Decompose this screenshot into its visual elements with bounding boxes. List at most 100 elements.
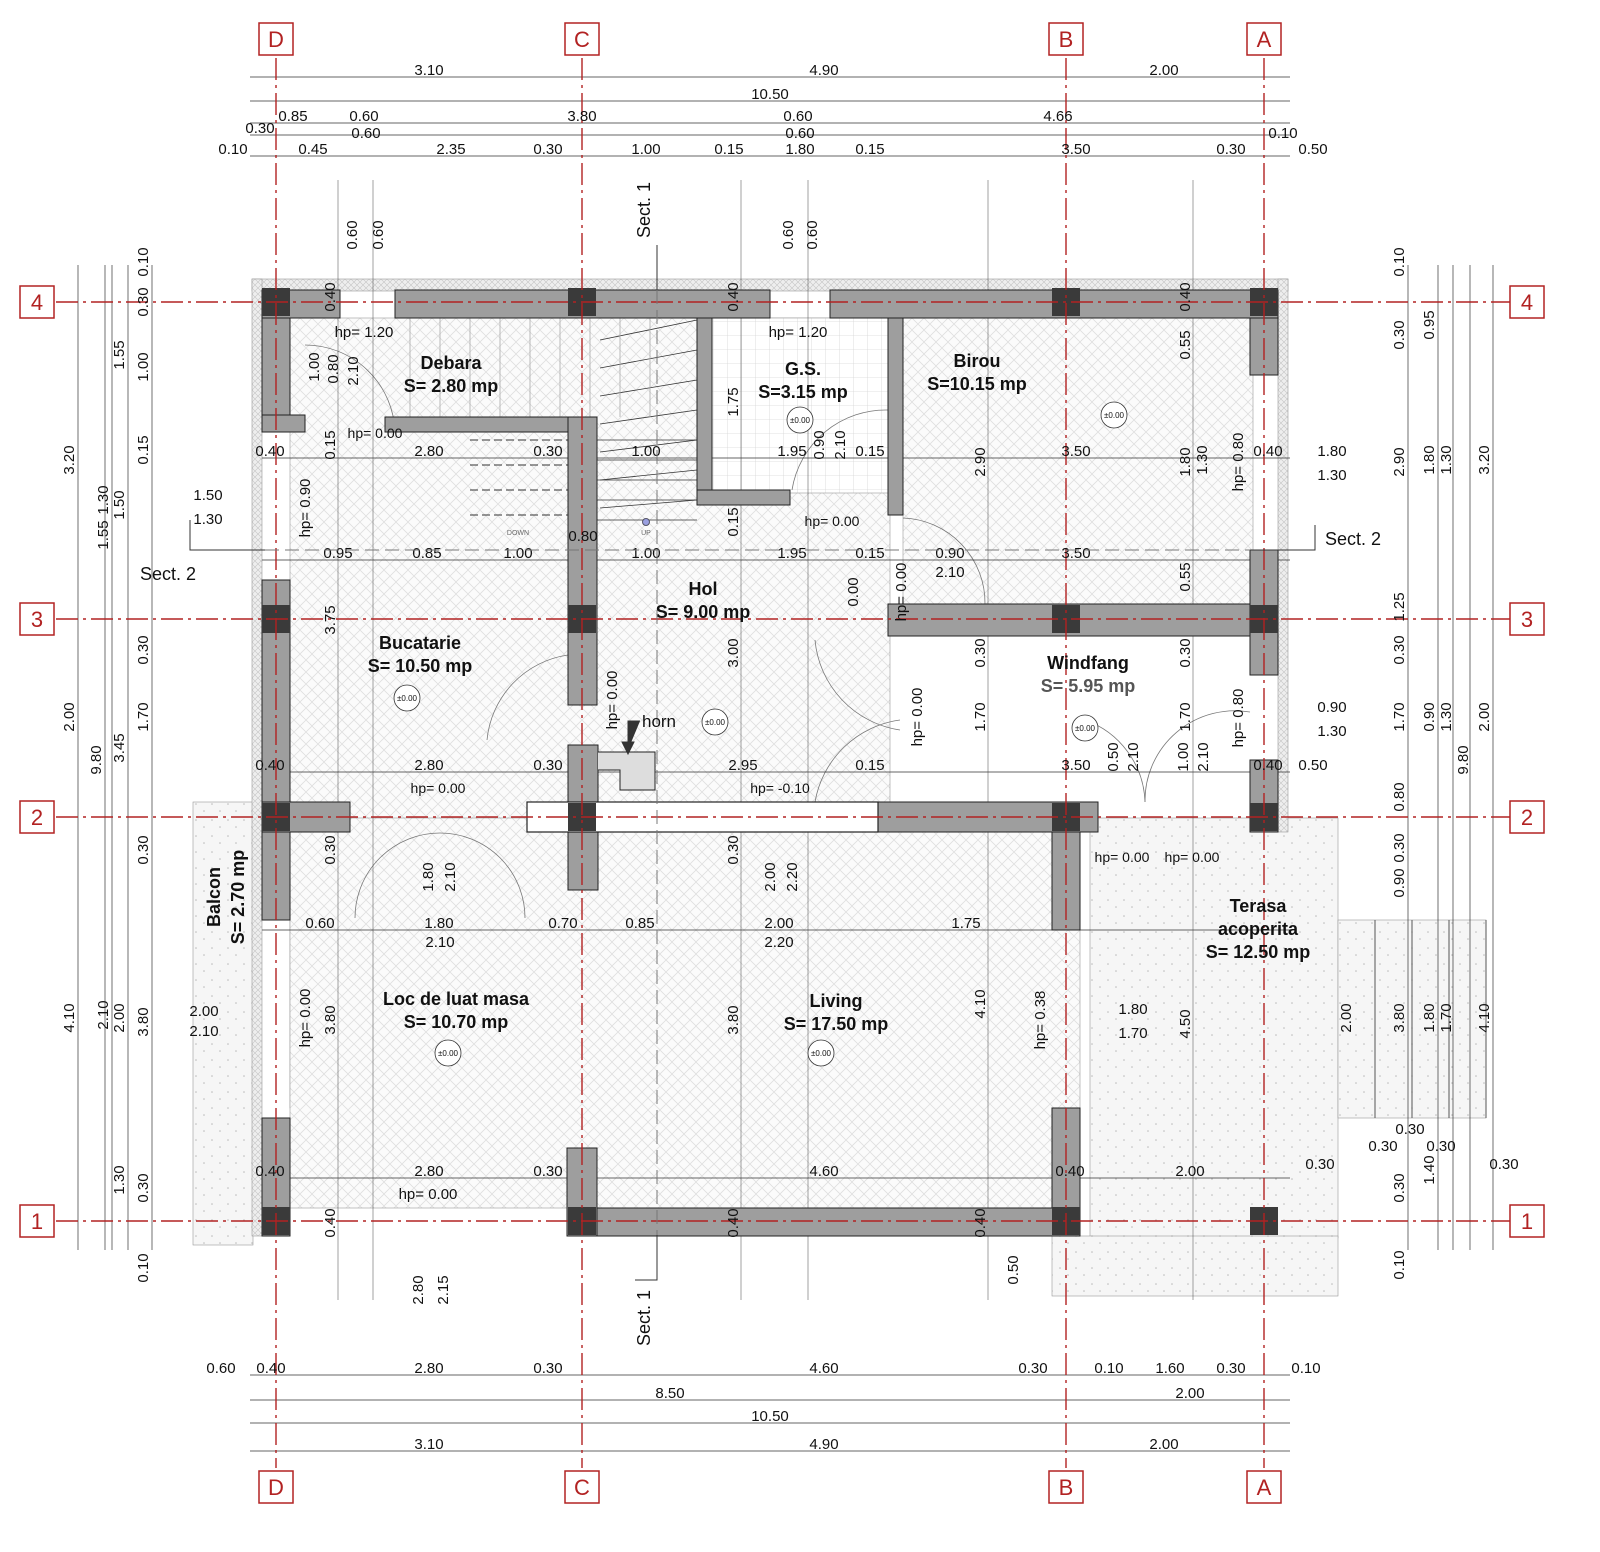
wall bbox=[696, 489, 791, 506]
dimension-value: 1.60 bbox=[1155, 1360, 1184, 1377]
dimension-value: 0.30 bbox=[1216, 141, 1245, 158]
door-swing bbox=[439, 832, 526, 919]
dimension-value: 3.50 bbox=[1061, 545, 1090, 562]
dimension-value: 0.40 bbox=[255, 443, 284, 460]
dimension-value: 0.30 bbox=[1489, 1156, 1518, 1173]
axis-label-C: C bbox=[574, 1475, 590, 1500]
height-label: hp= 0.00 bbox=[893, 563, 910, 622]
axis-bubble bbox=[1509, 285, 1545, 319]
room-name: Debara bbox=[420, 353, 482, 373]
axis-bubble bbox=[19, 800, 55, 834]
dimension-value: 0.30 bbox=[1395, 1121, 1424, 1138]
dimension-value: 1.95 bbox=[777, 545, 806, 562]
dimension-value: 1.80 bbox=[1118, 1001, 1147, 1018]
level-value: ±0.00 bbox=[790, 416, 811, 425]
dimension-value: 0.40 bbox=[256, 1360, 285, 1377]
dimension-value: 0.30 bbox=[322, 835, 339, 864]
axis-bubble bbox=[1509, 602, 1545, 636]
dimension-value: 0.30 bbox=[1018, 1360, 1047, 1377]
dimension-value: 1.00 bbox=[503, 545, 532, 562]
dimension-value: 2.80 bbox=[410, 1275, 427, 1304]
axis-label-D: D bbox=[268, 27, 284, 52]
dimension-value: 1.55 bbox=[111, 340, 128, 369]
height-label: hp= 0.90 bbox=[297, 479, 314, 538]
dimension-value: 2.10 bbox=[935, 564, 964, 581]
dimension-value: 0.50 bbox=[1105, 742, 1122, 771]
height-label: hp= 1.20 bbox=[335, 324, 394, 341]
room-area: S=3.15 mp bbox=[758, 382, 848, 402]
door-swing bbox=[902, 517, 986, 605]
room-name: Terasa bbox=[1230, 896, 1288, 916]
dimension-value: 0.30 bbox=[245, 120, 274, 137]
stair-step bbox=[599, 319, 698, 341]
level-marker bbox=[807, 1039, 835, 1067]
dimension-value: 1.00 bbox=[135, 352, 152, 381]
room-name: Bucatarie bbox=[379, 633, 461, 653]
dimension-value: 0.40 bbox=[972, 1208, 989, 1237]
stairs-down-label: DOWN bbox=[507, 530, 529, 537]
dimension-value: 4.60 bbox=[809, 1163, 838, 1180]
dimension-value: 0.60 bbox=[349, 108, 378, 125]
room-area: S= 10.50 mp bbox=[368, 656, 473, 676]
dimension-value: 1.70 bbox=[135, 702, 152, 731]
axis-bubble bbox=[1509, 800, 1545, 834]
stair-step bbox=[599, 349, 698, 369]
dimension-value: 4.90 bbox=[809, 1436, 838, 1453]
dimension-value: 2.00 bbox=[1175, 1163, 1204, 1180]
room-name: Hol bbox=[689, 579, 718, 599]
dimension-value: 0.90 bbox=[1391, 868, 1408, 897]
dimension-value: 1.75 bbox=[725, 387, 742, 416]
dimension-value: 1.30 bbox=[1194, 445, 1211, 474]
dimension-value: 2.10 bbox=[189, 1023, 218, 1040]
dimension-value: 0.50 bbox=[1298, 757, 1327, 774]
dimension-value: 3.20 bbox=[1476, 445, 1493, 474]
dimension-value: 2.20 bbox=[784, 862, 801, 891]
dimension-value: 0.30 bbox=[533, 1360, 562, 1377]
dimension-value: 3.80 bbox=[725, 1005, 742, 1034]
dimension-value: 0.50 bbox=[1298, 141, 1327, 158]
dimension-value: 1.80 bbox=[1177, 447, 1194, 476]
dimension-value: 0.10 bbox=[1391, 1250, 1408, 1279]
stairs-up-label: UP bbox=[641, 530, 651, 537]
level-value: ±0.00 bbox=[397, 694, 418, 703]
dimension-value: 0.40 bbox=[322, 1208, 339, 1237]
dimension-value: 2.80 bbox=[414, 443, 443, 460]
dimension-value: 0.40 bbox=[255, 1163, 284, 1180]
dimension-value: 3.80 bbox=[135, 1007, 152, 1036]
axis-label-4: 4 bbox=[31, 290, 43, 315]
dimension-value: 0.40 bbox=[1253, 443, 1282, 460]
dimension-value: 0.85 bbox=[412, 545, 441, 562]
section-2-label-left: Sect. 2 bbox=[140, 564, 196, 584]
stair-step bbox=[599, 409, 698, 425]
dimension-value: 0.85 bbox=[625, 915, 654, 932]
dimension-value: 0.30 bbox=[135, 1173, 152, 1202]
room-area: S= 2.70 mp bbox=[228, 850, 248, 945]
dimension-value: 0.10 bbox=[218, 141, 247, 158]
dimension-value: 2.10 bbox=[95, 1000, 112, 1029]
dimension-value: 0.40 bbox=[725, 282, 742, 311]
dimension-value: 3.80 bbox=[1391, 1003, 1408, 1032]
height-label: hp= 0.80 bbox=[1230, 433, 1247, 492]
dimension-value: 3.50 bbox=[1061, 141, 1090, 158]
dimension-value: 1.00 bbox=[306, 352, 323, 381]
dimension-value: 0.30 bbox=[135, 835, 152, 864]
dimension-value: 0.60 bbox=[206, 1360, 235, 1377]
wall bbox=[261, 414, 306, 433]
door-swing bbox=[304, 344, 396, 433]
dimension-value: 0.90 bbox=[1317, 699, 1346, 716]
room-name: acoperita bbox=[1218, 919, 1299, 939]
dimension-value: 10.50 bbox=[751, 1408, 789, 1425]
room-area: S= 10.70 mp bbox=[404, 1012, 509, 1032]
axis-bubble bbox=[1048, 1470, 1084, 1504]
dimension-value: 0.30 bbox=[1391, 320, 1408, 349]
dimension-value: 0.10 bbox=[135, 247, 152, 276]
dimension-value: 4.66 bbox=[1043, 108, 1072, 125]
dimension-value: 2.10 bbox=[1195, 742, 1212, 771]
dimension-value: 0.85 bbox=[278, 108, 307, 125]
room-area: S= 5.95 mp bbox=[1041, 676, 1136, 696]
dimension-value: 4.10 bbox=[1476, 1003, 1493, 1032]
axis-label-2: 2 bbox=[31, 805, 43, 830]
dimension-value: 0.15 bbox=[135, 435, 152, 464]
dimension-value: 0.10 bbox=[1291, 1360, 1320, 1377]
